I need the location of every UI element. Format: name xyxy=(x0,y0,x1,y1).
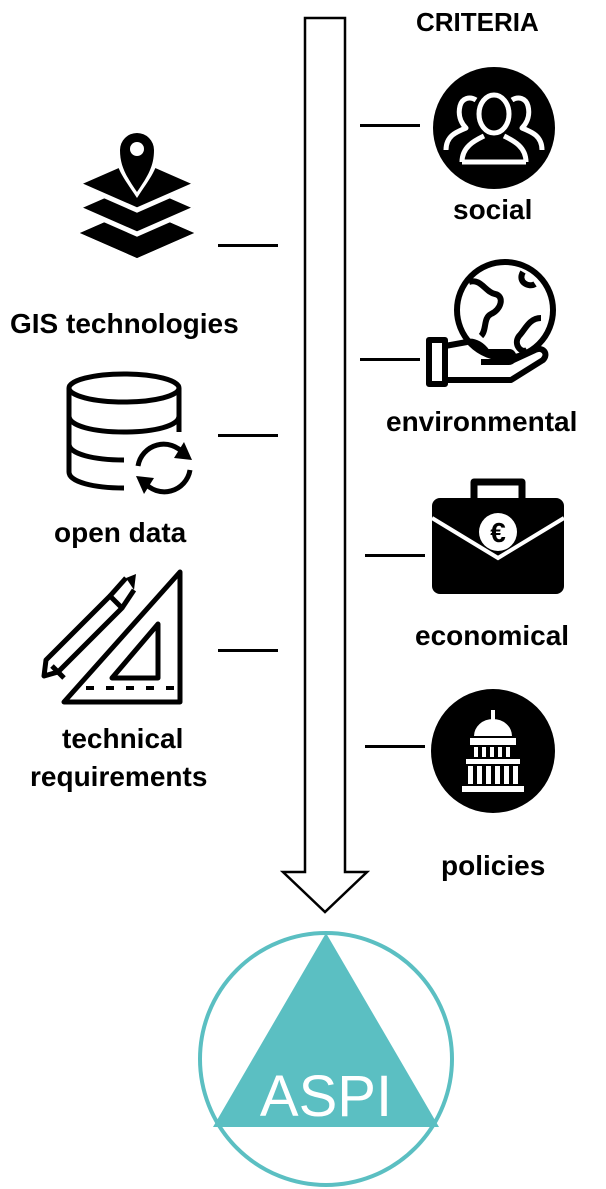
connector-economical xyxy=(365,554,425,557)
technical-requirements-label-line1: technical xyxy=(62,723,184,754)
globe-hand-icon xyxy=(426,259,556,387)
ruler-pencil-icon xyxy=(41,569,183,705)
capitol-building-icon xyxy=(431,689,555,813)
aspi-logo: ASPI xyxy=(198,931,454,1187)
connector-technical xyxy=(218,649,278,652)
connector-environmental xyxy=(360,358,420,361)
connector-open-data xyxy=(218,434,278,437)
open-data-label: open data xyxy=(54,517,187,548)
aspi-logo-triangle xyxy=(213,933,439,1127)
economical-label: economical xyxy=(415,620,570,651)
social-label: social xyxy=(453,194,533,225)
technical-requirements-label-line2: requirements xyxy=(30,761,208,792)
gis-technologies-label: GIS technologies xyxy=(10,308,239,339)
connector-policies xyxy=(365,745,425,748)
connector-social xyxy=(360,124,420,127)
connector-gis xyxy=(218,244,278,247)
environmental-label: environmental xyxy=(386,406,578,437)
database-sync-icon xyxy=(66,371,193,495)
policies-label: policies xyxy=(441,850,546,881)
aspi-logo-text: ASPI xyxy=(260,1064,392,1129)
criteria-heading: CRITERIA xyxy=(416,7,539,37)
flow-arrow xyxy=(279,16,371,914)
people-icon xyxy=(433,67,555,189)
euro-briefcase-icon: € xyxy=(430,478,566,594)
svg-text:€: € xyxy=(490,517,506,548)
layers-map-pin-icon xyxy=(78,128,196,258)
